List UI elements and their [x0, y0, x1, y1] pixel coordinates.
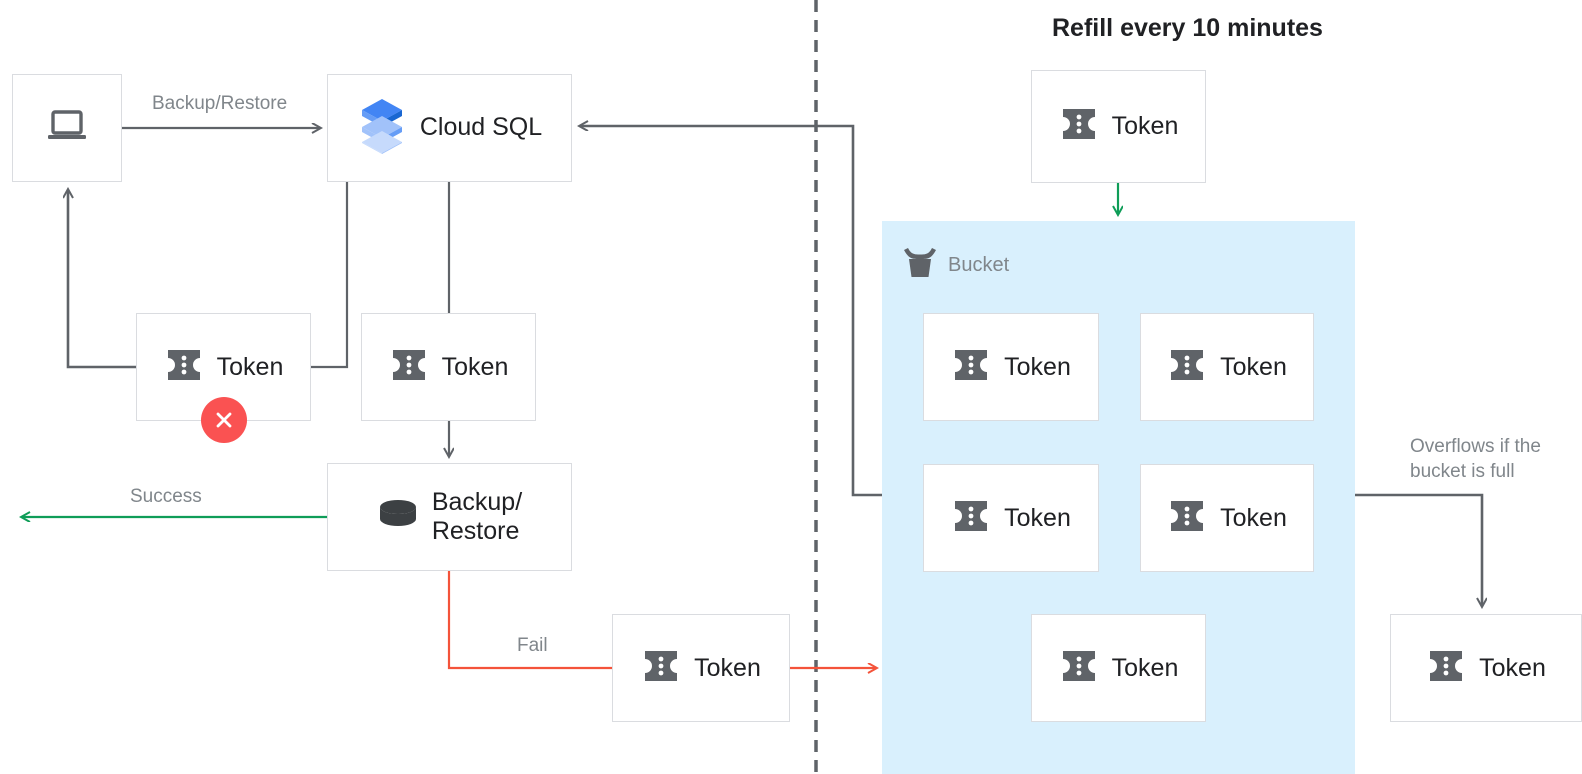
cloud-sql-icon — [357, 97, 407, 160]
token-icon — [951, 348, 991, 387]
node-backup-restore[interactable]: Backup/ Restore — [327, 463, 572, 571]
node-token-fail-out[interactable]: Token — [612, 614, 790, 722]
node-token-refill[interactable]: Token — [1031, 70, 1206, 183]
node-token-bucket-4[interactable]: Token — [1140, 464, 1314, 572]
bucket-tag: Bucket — [902, 247, 1009, 284]
node-label: Token — [1220, 503, 1287, 532]
token-icon — [164, 348, 204, 387]
edge-cloudsql-to-tokenfailed — [311, 182, 349, 369]
edge-bucket-overflow — [1355, 493, 1482, 606]
token-icon — [389, 348, 429, 387]
close-icon — [216, 412, 232, 428]
node-token-bucket-1[interactable]: Token — [923, 313, 1099, 421]
edge-label-success: Success — [130, 486, 202, 507]
node-label: Token — [1479, 653, 1546, 682]
token-icon — [1059, 107, 1099, 146]
node-token-bucket-5[interactable]: Token — [1031, 614, 1206, 722]
node-label: Token — [1004, 503, 1071, 532]
node-label: Token — [216, 352, 284, 381]
edge-label-fail: Fail — [517, 635, 548, 656]
node-token-bucket-3[interactable]: Token — [923, 464, 1099, 572]
edge-label-overflow: Overflows if the bucket is full — [1410, 436, 1541, 482]
edge-tokenfailed-to-client — [68, 190, 136, 369]
edge-label-backup-restore: Backup/Restore — [152, 93, 288, 114]
node-token-overflow[interactable]: Token — [1390, 614, 1582, 722]
node-token-bucket-2[interactable]: Token — [1140, 313, 1314, 421]
node-label: Token — [1111, 112, 1179, 140]
bucket-label: Bucket — [948, 254, 1010, 276]
node-client[interactable] — [12, 74, 122, 182]
node-label: Token — [1111, 653, 1179, 682]
token-icon — [1059, 649, 1099, 688]
node-label: Token — [1004, 352, 1071, 381]
node-label: Token — [694, 653, 761, 682]
token-icon — [1167, 348, 1207, 387]
token-icon — [1167, 499, 1207, 538]
node-token-request[interactable]: Token — [361, 313, 536, 421]
token-icon — [951, 499, 991, 538]
node-label: Token — [1220, 352, 1287, 381]
token-icon — [641, 649, 681, 688]
page-title: Refill every 10 minutes — [1052, 14, 1323, 42]
laptop-icon — [44, 106, 90, 151]
edge-bucket-to-cloudsql — [580, 126, 882, 497]
database-icon — [377, 498, 419, 537]
node-label: Cloud SQL — [419, 113, 543, 142]
node-cloud-sql[interactable]: Cloud SQL — [327, 74, 572, 182]
node-label: Token — [441, 352, 509, 381]
bucket-icon — [902, 247, 938, 284]
token-icon — [1426, 649, 1466, 688]
error-x-badge — [201, 397, 247, 443]
node-label: Backup/ Restore — [431, 487, 523, 546]
